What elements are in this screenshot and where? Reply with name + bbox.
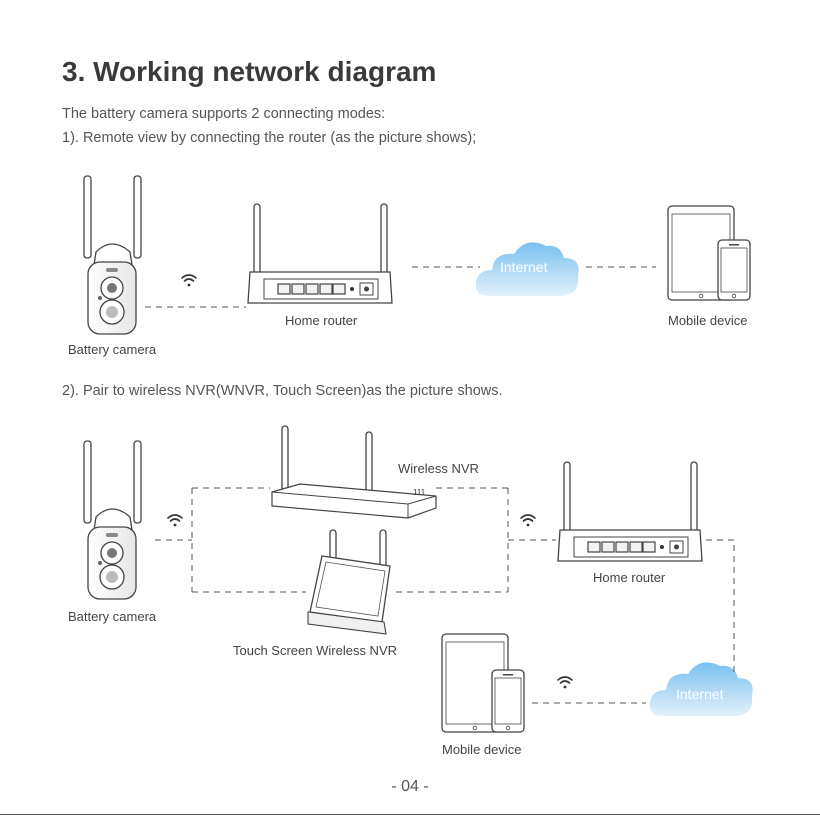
mobile-device-1 xyxy=(667,205,751,301)
home-router-2 xyxy=(557,461,703,562)
mobile-device-label-2: Mobile device xyxy=(442,742,522,757)
mode-1-text: 1). Remote view by connecting the router… xyxy=(62,130,477,146)
wifi-icon xyxy=(181,274,197,287)
wifi-icon xyxy=(167,514,183,527)
page-title: 3. Working network diagram xyxy=(62,56,437,87)
link-router-right xyxy=(706,539,735,676)
touch-screen-nvr xyxy=(307,529,391,635)
mode-2-text: 2). Pair to wireless NVR(WNVR, Touch Scr… xyxy=(62,383,503,399)
battery-camera-2 xyxy=(83,440,142,600)
internet-label-2: Internet xyxy=(676,686,724,702)
wireless-nvr xyxy=(271,425,437,519)
intro-text: The battery camera supports 2 connecting… xyxy=(62,106,386,122)
page-number: - 04 - xyxy=(391,778,429,795)
internet-cloud-2 xyxy=(649,662,753,716)
nvr-port-marks: 111 xyxy=(413,488,426,497)
touch-screen-nvr-label: Touch Screen Wireless NVR xyxy=(233,643,397,658)
battery-camera-label-2: Battery camera xyxy=(68,609,157,624)
internet-cloud-1 xyxy=(475,242,579,296)
home-router-label-2: Home router xyxy=(593,570,666,585)
battery-camera-label-1: Battery camera xyxy=(68,342,157,357)
mobile-device-2 xyxy=(441,633,525,733)
wifi-icon xyxy=(557,676,573,689)
battery-camera-1 xyxy=(83,175,142,335)
wifi-icon xyxy=(520,514,536,527)
home-router-1 xyxy=(247,203,393,304)
internet-label-1: Internet xyxy=(500,259,548,275)
mobile-device-label-1: Mobile device xyxy=(668,313,748,328)
home-router-label-1: Home router xyxy=(285,313,358,328)
footer-divider xyxy=(0,814,820,815)
wireless-nvr-label: Wireless NVR xyxy=(398,461,479,476)
